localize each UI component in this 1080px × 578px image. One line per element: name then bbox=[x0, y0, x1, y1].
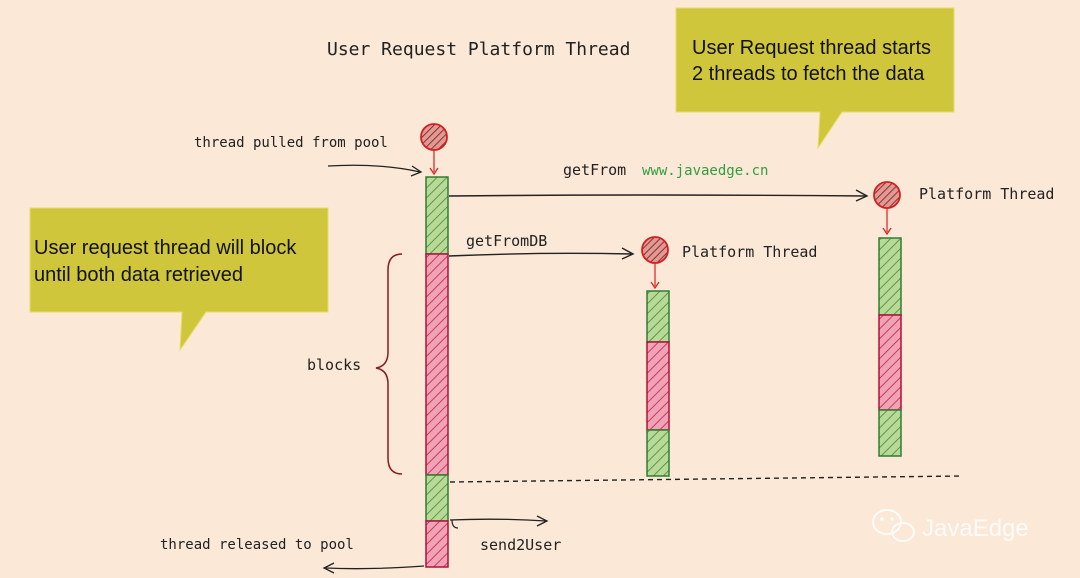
diagram-title: User Request Platform Thread bbox=[327, 39, 630, 60]
main-thread-segment-release bbox=[425, 520, 449, 568]
arrow-head bbox=[536, 515, 549, 527]
main-thread-segment-resume bbox=[425, 474, 449, 522]
platform-thread-1-segment-run bbox=[646, 290, 670, 343]
note-block: User request thread will block until bot… bbox=[29, 207, 329, 352]
watermark-text: JavaEdge bbox=[922, 515, 1029, 542]
arrow-head bbox=[882, 227, 892, 236]
label-platform-thread-2: Platform Thread bbox=[919, 185, 1054, 203]
arrow-released bbox=[325, 565, 425, 570]
arrow-get-from bbox=[448, 194, 867, 197]
main-thread-head bbox=[420, 123, 448, 151]
note-box bbox=[29, 207, 329, 352]
note-line-1: User Request thread starts bbox=[692, 37, 931, 59]
arrow-head bbox=[322, 562, 335, 574]
platform-thread-2-segment-wait bbox=[878, 314, 902, 411]
label-get-from: getFrom bbox=[563, 161, 626, 179]
note-threads-start: User Request thread starts 2 threads to … bbox=[675, 7, 955, 150]
platform-thread-2-segment-run bbox=[878, 237, 902, 316]
arrow-head bbox=[855, 189, 869, 202]
label-get-from-url: www.javaedge.cn bbox=[642, 163, 768, 179]
label-send2user: send2User bbox=[480, 536, 561, 554]
arrow-head bbox=[429, 167, 439, 176]
note-line-1: User request thread will block bbox=[34, 237, 297, 259]
arrow-get-from-db bbox=[448, 252, 633, 257]
arrow-tail bbox=[451, 519, 459, 529]
label-thread-released: thread released to pool bbox=[160, 537, 354, 553]
blocks-brace bbox=[375, 253, 403, 475]
arrow-head bbox=[410, 165, 423, 177]
arrow-head bbox=[650, 281, 660, 290]
main-thread-segment-run bbox=[425, 176, 449, 255]
label-get-from-db: getFromDB bbox=[466, 232, 547, 250]
note-line-2: until both data retrieved bbox=[34, 264, 243, 286]
label-blocks: blocks bbox=[307, 356, 361, 374]
arrow-head bbox=[621, 247, 635, 260]
watermark: JavaEdge bbox=[872, 509, 1029, 542]
note-line-2: 2 threads to fetch the data bbox=[692, 63, 925, 85]
label-thread-pulled: thread pulled from pool bbox=[194, 135, 388, 151]
platform-thread-2-segment-done bbox=[878, 409, 902, 457]
label-platform-thread-1: Platform Thread bbox=[682, 243, 817, 261]
note-box bbox=[675, 7, 955, 150]
platform-thread-1-head bbox=[641, 236, 669, 264]
wechat-icon bbox=[872, 509, 915, 542]
platform-thread-2-head bbox=[873, 181, 901, 209]
sync-dashed-line bbox=[449, 475, 963, 483]
main-thread-segment-blocked bbox=[425, 253, 449, 476]
platform-thread-1-segment-wait bbox=[646, 341, 670, 431]
platform-thread-1-segment-done bbox=[646, 429, 670, 477]
arrow-pulled bbox=[327, 164, 421, 173]
arrow-send2user bbox=[449, 518, 547, 522]
